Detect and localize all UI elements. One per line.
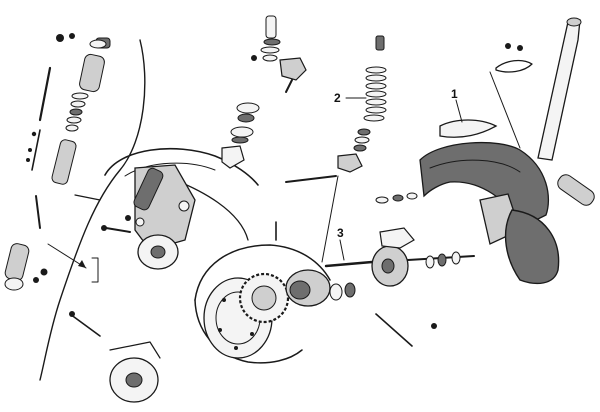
strut-bolt xyxy=(35,195,41,229)
strut-nut-b xyxy=(69,33,75,39)
strut-pin-b xyxy=(28,148,32,152)
left-bracket-marker xyxy=(91,257,99,283)
wheel-rim-arc xyxy=(194,244,331,301)
rear-hub-swingarm-group xyxy=(101,147,259,270)
strut-top-washer xyxy=(89,39,107,49)
steering-washer-stack xyxy=(260,38,281,62)
swing-arm-bolt-b xyxy=(135,217,145,227)
small-hub-nut xyxy=(69,311,75,317)
brake-rod-end xyxy=(431,323,437,329)
front-hub-center xyxy=(381,258,395,274)
strut-bottom-eye xyxy=(4,277,24,291)
fork-guide-line xyxy=(489,71,521,149)
callout-1-leader xyxy=(455,99,463,123)
brake-pad-row xyxy=(375,192,418,204)
spring-top-cap xyxy=(375,35,385,51)
center-wheel-assembly xyxy=(194,221,356,364)
front-fork-tube xyxy=(537,19,581,161)
wheel-rim-arc-bottom xyxy=(194,299,303,364)
sprocket-hub xyxy=(251,285,277,311)
spring-washer-stack xyxy=(353,128,371,152)
front-hub-bracket xyxy=(379,227,415,249)
front-brake-rod xyxy=(375,313,413,347)
rear-axle-nut xyxy=(101,225,107,231)
front-tyre xyxy=(504,209,560,285)
bottom-left-hub-group xyxy=(69,311,161,403)
spring-assembly-group xyxy=(285,35,387,183)
strut-bottom-tube xyxy=(4,243,30,281)
strut-washer-stack xyxy=(65,92,89,132)
strut-small-rod xyxy=(31,129,41,171)
strut-pin-a xyxy=(31,131,37,137)
coil-spring xyxy=(363,66,387,122)
spring-rod xyxy=(285,175,337,183)
front-fender-highlight xyxy=(429,159,521,173)
strut-upper-tube xyxy=(79,53,105,93)
strut-nut-c xyxy=(40,268,48,276)
rear-axle-stub xyxy=(105,227,131,233)
left-strut-exploded-group xyxy=(4,33,146,381)
callout-label-3: 3 xyxy=(337,226,344,240)
hub-seal xyxy=(329,283,343,301)
handlebar-grip xyxy=(557,174,595,206)
axle-pin-group xyxy=(321,175,374,268)
strut-pin-c xyxy=(26,158,30,162)
callout-label-2: 2 xyxy=(334,91,341,105)
steering-stack-group xyxy=(221,15,307,169)
shock-absorber-body xyxy=(133,167,164,211)
long-guide-line xyxy=(321,175,339,263)
steering-clamp xyxy=(279,57,307,81)
strut-lower-tube xyxy=(51,139,77,185)
steering-bolt xyxy=(251,55,257,61)
axle-pin xyxy=(324,260,374,268)
strut-nut-a xyxy=(56,34,64,42)
bearing-race-stack xyxy=(230,102,260,144)
left-pointer-arrowhead xyxy=(78,260,86,268)
callout-label-1: 1 xyxy=(451,87,458,101)
rear-fender-inner xyxy=(124,162,216,177)
rear-fender-outline xyxy=(104,147,259,186)
swing-arm-nut xyxy=(125,215,131,221)
strut-damper-rod xyxy=(38,66,52,122)
steering-lever xyxy=(285,79,293,93)
fork-bracket-bolt-b xyxy=(517,45,523,51)
spring-bracket xyxy=(337,153,363,173)
fork-bracket-bolt-a xyxy=(505,43,511,49)
steering-head-tube xyxy=(221,145,245,169)
swing-arm-bolt-a xyxy=(178,200,190,212)
strut-nut-d xyxy=(33,277,39,283)
drum-hub-face xyxy=(289,280,311,300)
front-fender-body xyxy=(419,142,549,229)
fender-mudflap xyxy=(439,119,498,138)
callout-3-leader xyxy=(339,239,345,261)
steering-top-tube xyxy=(265,15,277,39)
front-axle-washers xyxy=(425,251,461,269)
fork-top-bracket xyxy=(495,59,533,73)
fork-tube-cap xyxy=(566,17,582,27)
left-divider-bracket xyxy=(74,194,101,201)
front-fork-group xyxy=(371,17,595,347)
left-divider-line xyxy=(39,39,146,381)
small-hub-bracket xyxy=(109,341,161,359)
small-hub-bolt xyxy=(69,313,101,337)
hub-bearing xyxy=(344,282,356,298)
rear-hub-center xyxy=(150,245,166,259)
small-hub-center xyxy=(125,372,143,388)
